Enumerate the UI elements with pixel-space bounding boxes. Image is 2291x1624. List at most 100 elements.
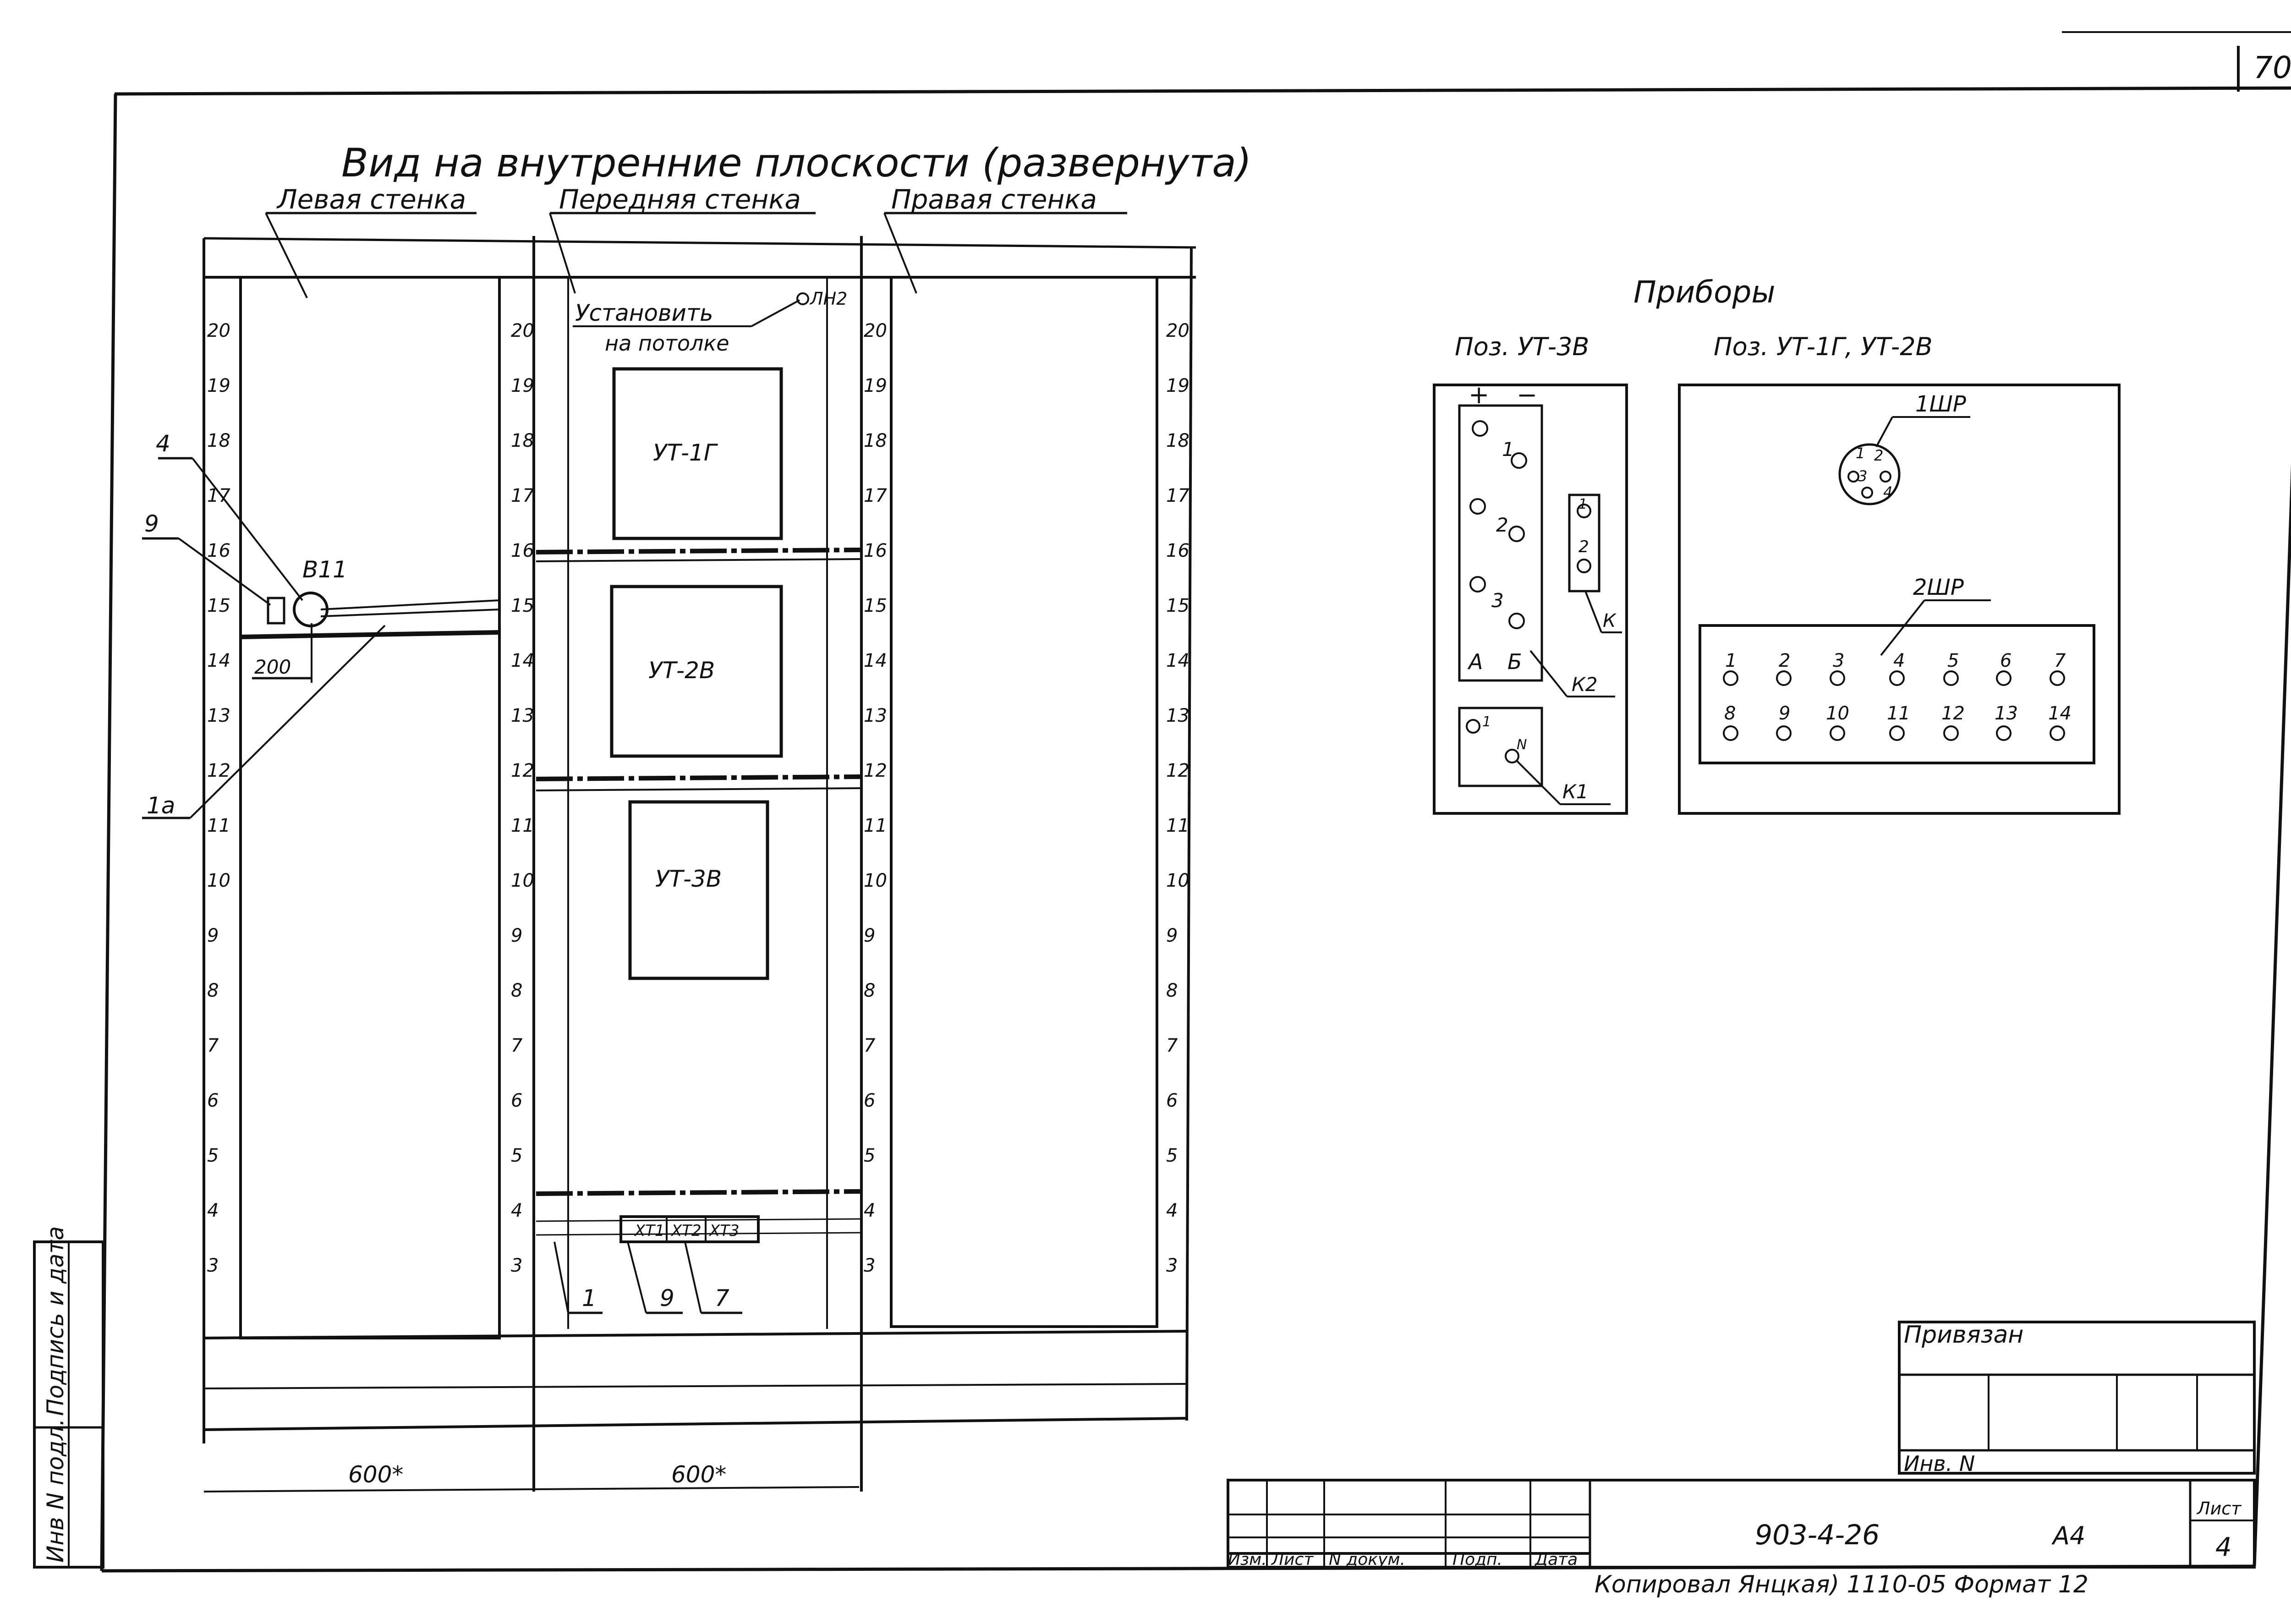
scale-mark: 14 bbox=[207, 650, 230, 671]
project-code: 903-4-26 bbox=[1755, 1519, 1880, 1551]
scale-mark: 8 bbox=[511, 980, 522, 1001]
scale-mark: 7 bbox=[1166, 1035, 1178, 1056]
dimension-200: 200 bbox=[254, 656, 291, 678]
scale-mark: 4 bbox=[1166, 1200, 1178, 1221]
dimension-right: 600* bbox=[671, 1461, 726, 1488]
scale-mark: 3 bbox=[1166, 1255, 1178, 1276]
scale-mark: 6 bbox=[1166, 1090, 1178, 1111]
scale-mark: 9 bbox=[864, 925, 875, 946]
device-ut3v-label: УТ-3В bbox=[655, 866, 722, 892]
terminal-block bbox=[619, 1215, 760, 1243]
connector-1shr-label: 1ШР bbox=[1915, 391, 1966, 417]
connector-1shr-pin: 2 bbox=[1874, 447, 1883, 464]
front-wall-elements: Установить на потолке ЛН2 УТ-1Г УТ-2В УТ… bbox=[536, 289, 862, 1314]
k-pin1-label: 1 bbox=[1578, 496, 1587, 512]
scale-mark: 18 bbox=[864, 430, 887, 451]
title-block: Привязан Инв. N Изм. Лист N докум. Подп.… bbox=[1227, 1321, 2256, 1598]
pos-ut3v-title: Поз. УТ-3В bbox=[1455, 332, 1589, 361]
connector-1shr-icon bbox=[1838, 443, 1901, 505]
sheet-number: 70 bbox=[2253, 50, 2291, 85]
connector-1shr-pin: 4 bbox=[1883, 483, 1892, 501]
scale-mark: 5 bbox=[1166, 1145, 1178, 1166]
pin-label: 5 bbox=[1947, 650, 1959, 671]
device-ut1g-label: УТ-1Г bbox=[653, 439, 718, 466]
scale-mark: 20 bbox=[864, 320, 887, 341]
scale-mark: 10 bbox=[864, 870, 887, 891]
minus-label: − bbox=[1517, 380, 1537, 409]
scale-mark: 10 bbox=[1166, 870, 1189, 891]
callout-9: 9 bbox=[144, 510, 159, 537]
pin-label: 9 bbox=[1779, 703, 1790, 724]
scale-mark: 20 bbox=[511, 320, 534, 341]
col-ndokum: N докум. bbox=[1329, 1550, 1405, 1569]
callout-4: 4 bbox=[156, 430, 170, 457]
k-pin2-label: 2 bbox=[1578, 538, 1589, 556]
k1-pin1-label: 1 bbox=[1482, 714, 1491, 730]
signature-date-label: Подпись и дата bbox=[42, 1226, 69, 1416]
pin-label: 2 bbox=[1779, 650, 1790, 671]
callout-9b: 9 bbox=[660, 1285, 674, 1311]
scale-mark: 5 bbox=[864, 1145, 875, 1166]
dimension-left: 600* bbox=[348, 1461, 403, 1488]
scale-mark: 19 bbox=[511, 375, 534, 396]
list-number: 4 bbox=[2215, 1532, 2232, 1562]
ceiling-note-line2: на потолке bbox=[605, 331, 729, 356]
scale-mark: 7 bbox=[511, 1035, 523, 1056]
scale-mark: 12 bbox=[207, 760, 230, 781]
scale-mark: 16 bbox=[511, 540, 534, 561]
terminal-a-label: А bbox=[1467, 649, 1483, 674]
scale-mark: 16 bbox=[207, 540, 230, 561]
lamp-ln2-label: ЛН2 bbox=[809, 289, 847, 309]
scale-mark: 5 bbox=[207, 1145, 219, 1166]
col-list: Лист bbox=[1271, 1550, 1314, 1569]
scale-mark: 11 bbox=[207, 815, 230, 836]
connector-1shr-pin: 3 bbox=[1858, 467, 1867, 485]
sheet-number-box: 70 bbox=[2062, 31, 2291, 92]
scale-mark: 13 bbox=[207, 705, 230, 726]
unfolded-walls bbox=[203, 236, 1196, 1492]
instruments-section: Приборы Поз. УТ-3В Поз. УТ-1Г, УТ-2В + −… bbox=[1433, 274, 2121, 815]
col-izm: Изм. bbox=[1228, 1550, 1267, 1569]
pin-label: 8 bbox=[1724, 703, 1736, 724]
scale-mark: 17 bbox=[864, 485, 887, 506]
pin-label: 14 bbox=[2048, 703, 2072, 724]
left-wall-label: Левая стенка bbox=[276, 184, 466, 215]
callout-1a: 1а bbox=[147, 792, 175, 819]
scale-mark: 18 bbox=[1166, 430, 1189, 451]
pin-label: 3 bbox=[1833, 650, 1844, 671]
scale-mark: 6 bbox=[207, 1090, 219, 1111]
scale-mark: 4 bbox=[207, 1200, 219, 1221]
scale-mark: 20 bbox=[207, 320, 230, 341]
scale-mark: 8 bbox=[207, 980, 219, 1001]
view-title: Вид на внутренние плоскости (развернута) bbox=[341, 140, 1251, 186]
scale-mark: 19 bbox=[864, 375, 887, 396]
ut3v-pair3-label: 3 bbox=[1491, 589, 1504, 612]
scale-mark: 19 bbox=[207, 375, 230, 396]
scale-mark: 19 bbox=[1166, 375, 1189, 396]
scale-mark: 3 bbox=[207, 1255, 219, 1276]
scale-mark: 16 bbox=[864, 540, 887, 561]
scale-mark: 11 bbox=[864, 815, 887, 836]
scale-mark: 10 bbox=[207, 870, 230, 891]
pos-ut1g-ut2v-title: Поз. УТ-1Г, УТ-2В bbox=[1714, 332, 1933, 361]
plus-label: + bbox=[1469, 380, 1489, 409]
right-wall-label: Правая стенка bbox=[891, 184, 1097, 215]
scale-mark: 9 bbox=[1166, 925, 1178, 946]
scale-mark: 13 bbox=[1166, 705, 1189, 726]
connector-2shr bbox=[1699, 624, 2095, 764]
panel-ut1g-ut2v bbox=[1678, 384, 2121, 815]
bottom-dimensions: 600* 600* bbox=[203, 1461, 860, 1492]
pin-label: 10 bbox=[1826, 703, 1849, 724]
scale-mark: 7 bbox=[207, 1035, 219, 1056]
pin-label: 7 bbox=[2054, 650, 2066, 671]
scale-mark: 17 bbox=[511, 485, 534, 506]
lamp-b11-label: В11 bbox=[302, 556, 347, 583]
instruments-heading: Приборы bbox=[1633, 274, 1776, 310]
pin-label: 1 bbox=[1725, 650, 1737, 671]
scale-mark: 7 bbox=[864, 1035, 876, 1056]
pin-label: 13 bbox=[1995, 703, 2018, 724]
scale-mark: 8 bbox=[864, 980, 875, 1001]
scale-mark: 14 bbox=[1166, 650, 1189, 671]
scale-mark: 14 bbox=[864, 650, 887, 671]
